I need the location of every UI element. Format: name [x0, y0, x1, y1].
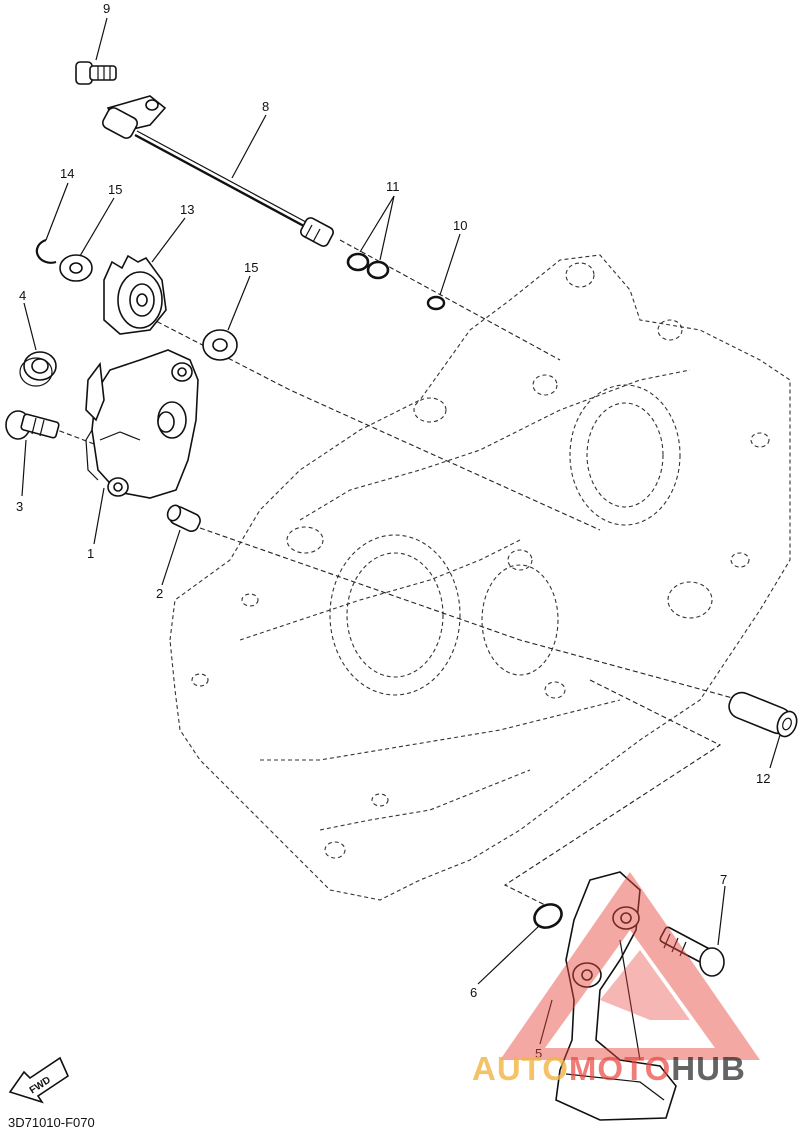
part-11-o-rings [346, 252, 390, 280]
callout-numbers: 9 8 14 15 13 11 10 15 4 3 1 2 12 7 6 5 [16, 1, 770, 1061]
callout-4: 4 [19, 288, 26, 303]
drawing-code: 3D71010-F070 [8, 1115, 95, 1130]
callout-8: 8 [262, 99, 269, 114]
part-10-o-ring [426, 295, 446, 311]
callout-1: 1 [87, 546, 94, 561]
callout-12: 12 [756, 771, 770, 786]
assembly-lines [51, 239, 741, 906]
watermark-logo [500, 872, 760, 1060]
part-8-pipe [102, 95, 334, 247]
callout-15-lower: 15 [244, 260, 258, 275]
part-7-bolt [659, 926, 725, 977]
watermark-triangle-icon [500, 872, 760, 1060]
watermark-text: AUTOMOTOHUB [472, 1050, 746, 1087]
part-5-strainer-cover [555, 871, 677, 1121]
part-3-screw [5, 410, 60, 440]
callout-6: 6 [470, 985, 477, 1000]
crankcase-outline [169, 254, 791, 901]
callout-11: 11 [386, 179, 400, 194]
callout-14: 14 [60, 166, 74, 181]
watermark-text-hub: HUB [671, 1050, 746, 1087]
callout-leaders [21, 17, 781, 1045]
callout-5: 5 [535, 1046, 542, 1061]
fwd-arrow: FWD [8, 1056, 70, 1104]
callout-7: 7 [720, 872, 727, 887]
watermark-text-moto: MOTO [569, 1050, 671, 1087]
part-4-bearing [19, 351, 57, 387]
part-15-washer-lower [202, 329, 238, 361]
callout-13: 13 [180, 202, 194, 217]
part-1-oil-pump [85, 349, 199, 499]
callout-15-upper: 15 [108, 182, 122, 197]
part-13-gear [103, 254, 167, 335]
part-9-bolt [75, 61, 117, 85]
part-2-dowel-pin [166, 504, 201, 532]
callout-3: 3 [16, 499, 23, 514]
callout-10: 10 [453, 218, 467, 233]
part-14-circlip [35, 238, 57, 264]
callout-2: 2 [156, 586, 163, 601]
callout-9: 9 [103, 1, 110, 16]
watermark-text-auto: AUTO [472, 1050, 569, 1087]
part-6-o-ring [533, 903, 563, 929]
part-12-pin [728, 691, 798, 738]
part-15-washer-upper [59, 254, 93, 282]
